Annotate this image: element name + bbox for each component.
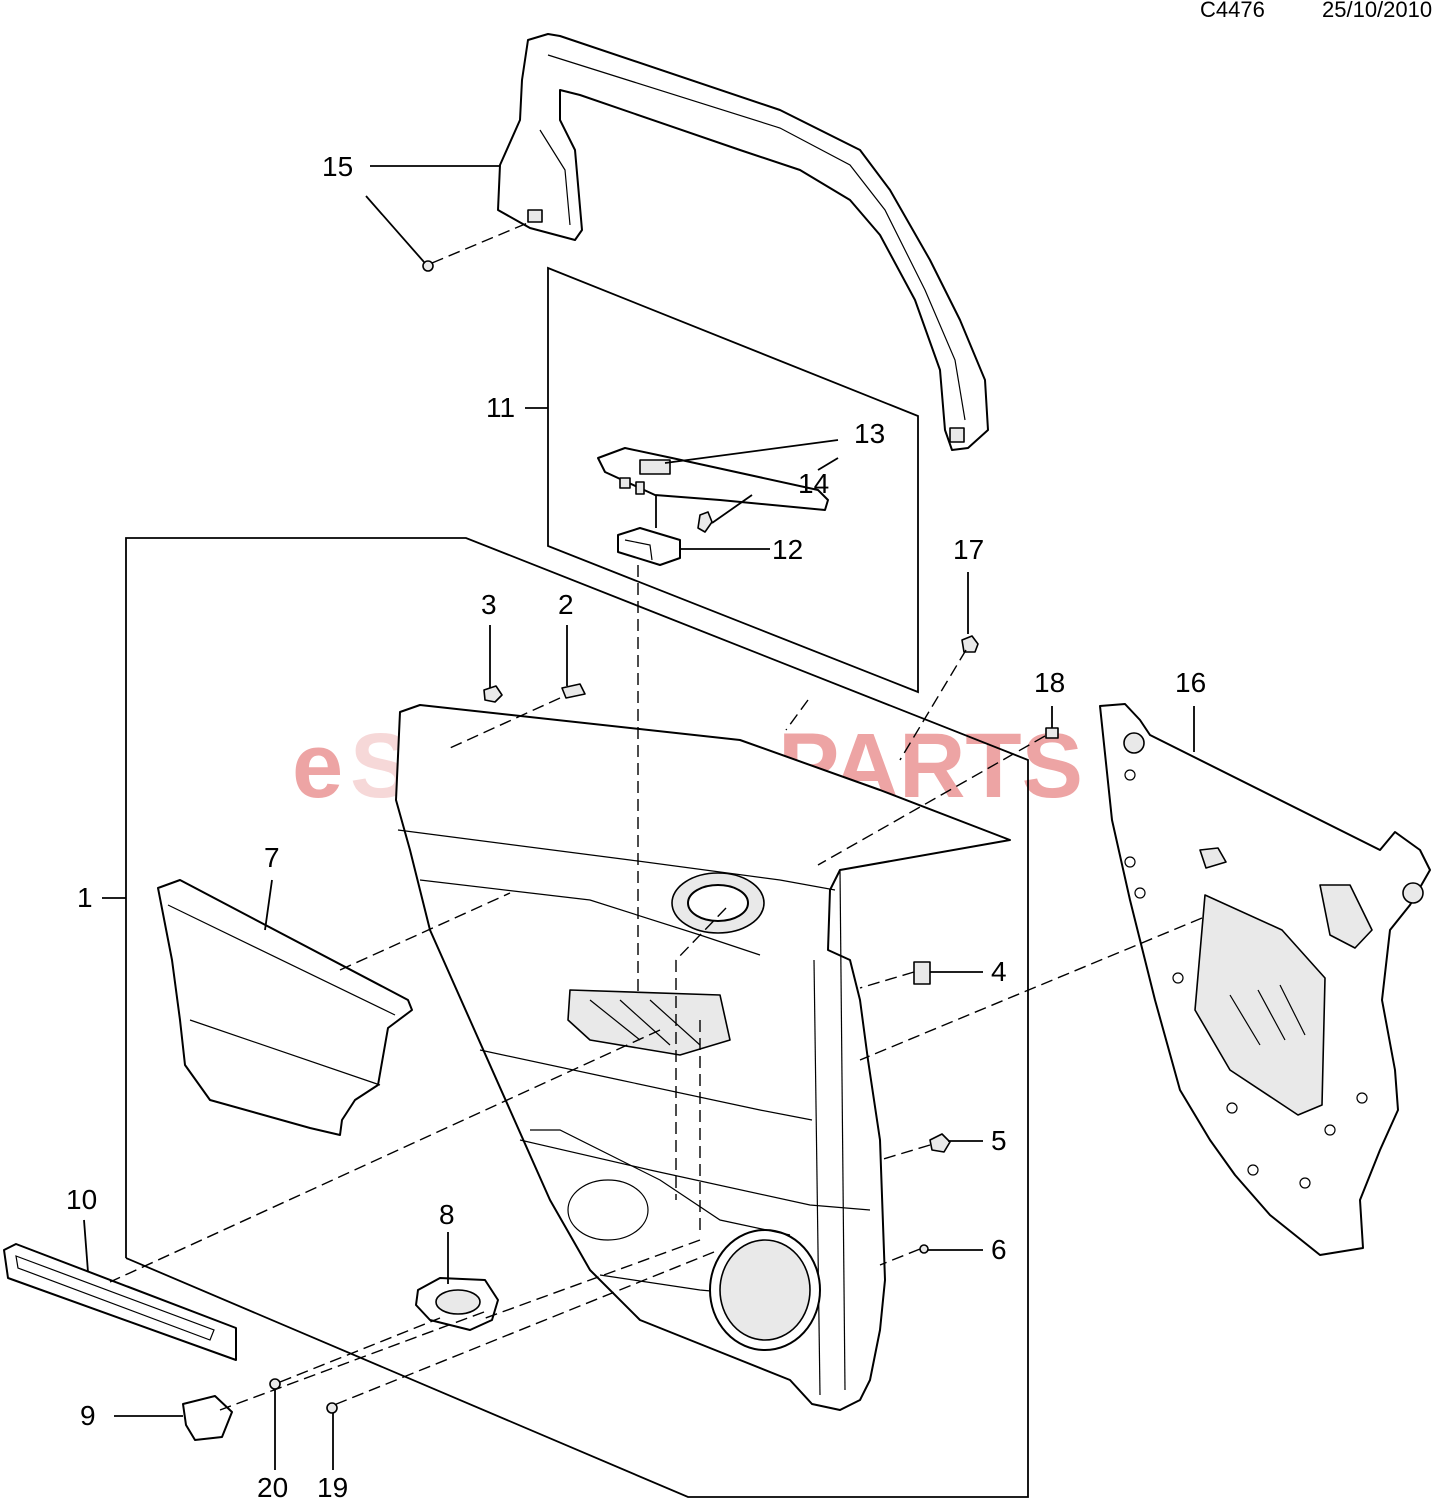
callout-7: 7 (264, 842, 280, 873)
drawing-date: 25/10/2010 (1322, 0, 1432, 22)
part-1-assembly-frame (125, 537, 1029, 1498)
callout-labels: 1 2 3 4 5 6 7 8 9 10 11 12 13 14 15 16 1… (66, 151, 1206, 1500)
door-trim-panel (395, 704, 1011, 1411)
part-2-clip (561, 683, 586, 699)
part-7-pull-strip (157, 879, 413, 1136)
callout-16: 16 (1175, 667, 1206, 698)
part-14-clip (697, 511, 713, 533)
callout-14: 14 (798, 468, 829, 499)
speaker-grille (709, 1229, 821, 1351)
part-9-cap (182, 1395, 233, 1441)
part-4-clip (913, 961, 931, 985)
callout-9: 9 (80, 1400, 96, 1431)
drawing-id: C4476 (1200, 0, 1265, 22)
callout-15: 15 (322, 151, 353, 182)
part-16-carrier-plate (1099, 703, 1431, 1256)
part-12-window-switch (617, 495, 681, 566)
callout-10: 10 (66, 1184, 97, 1215)
callout-20: 20 (257, 1472, 288, 1500)
callout-11: 11 (486, 392, 515, 423)
part-15-clip (422, 260, 434, 272)
callout-8: 8 (439, 1199, 455, 1230)
callout-17: 17 (953, 534, 984, 565)
speaker-bezel (567, 1179, 649, 1241)
callout-12: 12 (772, 534, 803, 565)
callout-19: 19 (317, 1472, 348, 1500)
part-15-frame-trim (497, 33, 989, 451)
callout-4: 4 (991, 956, 1007, 987)
part-8-inner-handle (415, 1277, 499, 1331)
callout-3: 3 (481, 589, 497, 620)
leader-lines (83, 165, 1195, 1470)
callout-1: 1 (77, 882, 93, 913)
part-11-frame (547, 266, 919, 694)
watermark-e: e (292, 715, 343, 817)
assembly-lines (109, 565, 1203, 1411)
callout-18: 18 (1034, 667, 1065, 698)
callout-6: 6 (991, 1234, 1007, 1265)
part-13-switch-bezel (597, 447, 829, 511)
door-handle-recess (671, 872, 765, 934)
callout-2: 2 (558, 589, 574, 620)
part-17-plug (961, 635, 979, 653)
part-20-screw (269, 1378, 281, 1390)
part-19-screw (326, 1402, 338, 1414)
door-pocket (530, 1129, 791, 1236)
part-10-trim-strip (3, 1243, 237, 1361)
part-6-screw (919, 1244, 929, 1254)
armrest-switch-block (567, 989, 731, 1056)
part-18-nut (1045, 727, 1059, 739)
callout-5: 5 (991, 1125, 1007, 1156)
part-5-retainer (929, 1133, 951, 1153)
callout-13: 13 (854, 418, 885, 449)
part-3-clip (483, 685, 503, 703)
